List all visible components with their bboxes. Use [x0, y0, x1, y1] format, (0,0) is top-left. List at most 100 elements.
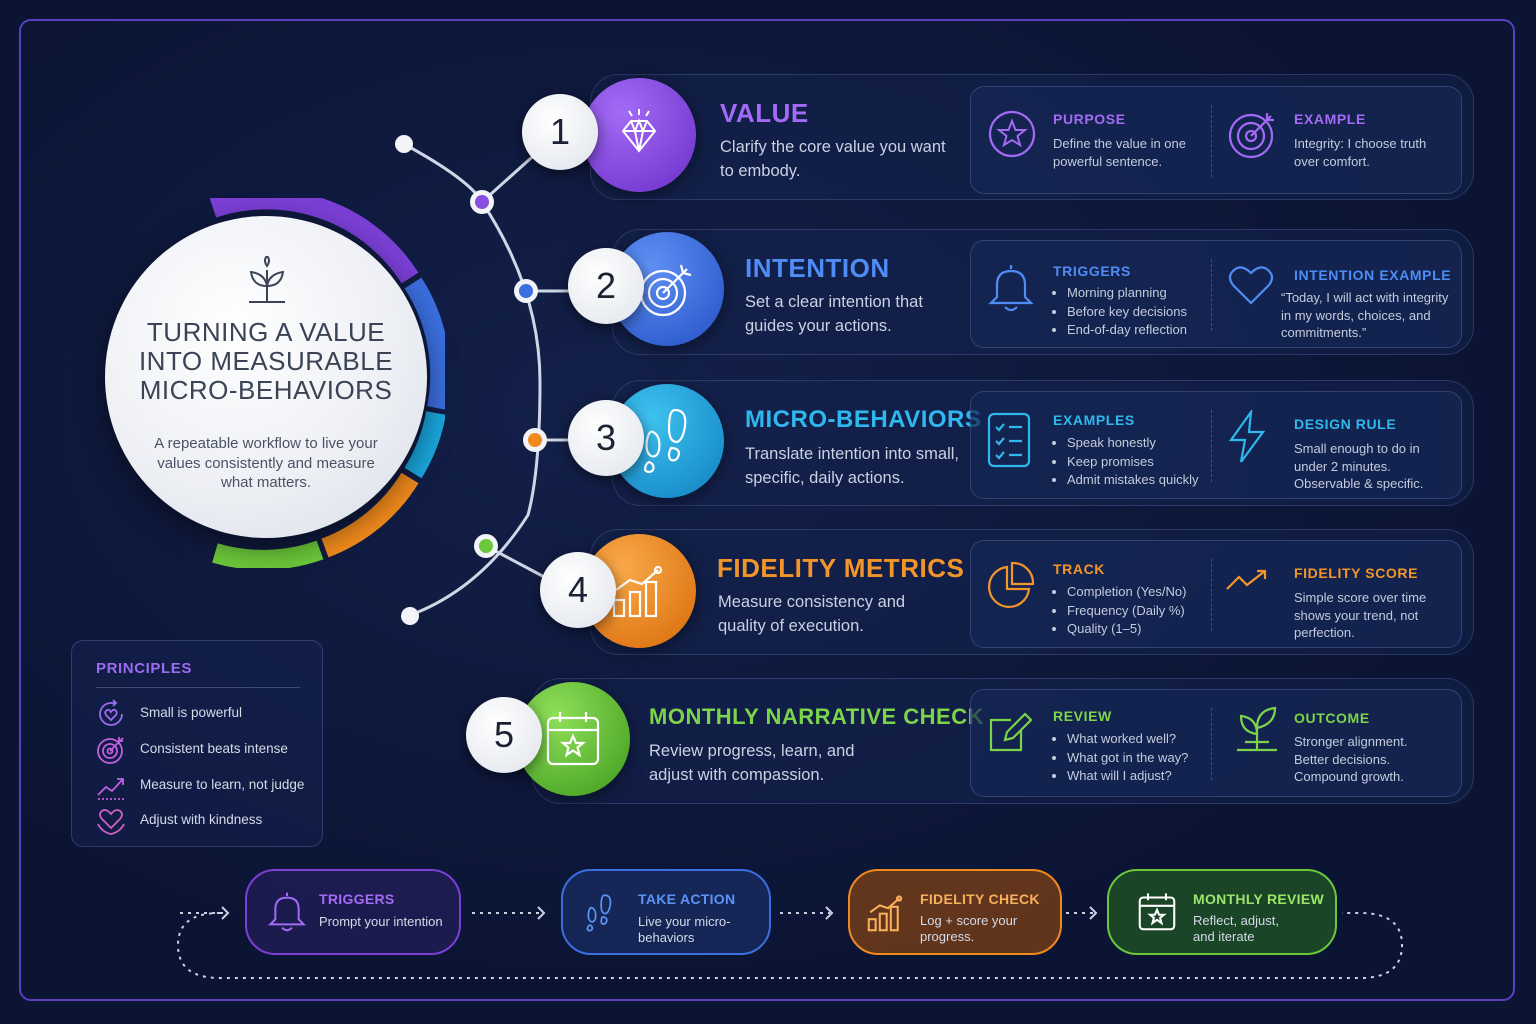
- loop-step-triggers: TRIGGERS Prompt your intention: [245, 869, 461, 955]
- lightning-icon: [1228, 410, 1266, 463]
- arc-connector: [395, 135, 580, 625]
- card-divider: [1211, 259, 1212, 331]
- card-right-text: Stronger alignment. Better decisions. Co…: [1294, 734, 1408, 784]
- diamond-icon: [621, 109, 657, 153]
- step-description: Review progress, learn, and adjust with …: [649, 742, 855, 784]
- step-description: Translate intention into small, specific…: [745, 445, 959, 487]
- hub-subtitle: A repeatable workflow to live your value…: [154, 435, 378, 491]
- list-item: What got in the way?: [1067, 749, 1227, 768]
- card-left-list: What worked well? What got in the way? W…: [1053, 730, 1227, 786]
- step-number: 4: [540, 552, 616, 628]
- card-right-title: FIDELITY SCORE: [1294, 565, 1419, 581]
- list-item: Quality (1–5): [1067, 620, 1227, 639]
- card-left-title: REVIEW: [1053, 708, 1112, 724]
- list-item: What will I adjust?: [1067, 767, 1227, 786]
- loop-title: TRIGGERS: [319, 891, 395, 907]
- step-title: MICRO-BEHAVIORS: [745, 406, 982, 433]
- heart-hands-icon: [97, 809, 125, 835]
- card-right-text: “Today, I will act with integrity in my …: [1281, 290, 1449, 340]
- pie-chart-icon: [988, 561, 1035, 608]
- loop-title: TAKE ACTION: [638, 891, 736, 907]
- principles-divider: [96, 687, 300, 688]
- footprints-icon: [643, 408, 687, 474]
- card-left-title: TRIGGERS: [1053, 263, 1131, 279]
- loop-connector: [176, 906, 1404, 979]
- step-number: 2: [568, 248, 644, 324]
- card-right-title: EXAMPLE: [1294, 111, 1366, 127]
- sprout-icon: [1237, 706, 1277, 752]
- card-right-title: OUTCOME: [1294, 710, 1370, 726]
- step-number: 1: [522, 94, 598, 170]
- step-title: INTENTION: [745, 253, 890, 283]
- list-item: Keep promises: [1067, 453, 1227, 472]
- list-item: Speak honestly: [1067, 434, 1227, 453]
- card-left-title: PURPOSE: [1053, 111, 1126, 127]
- pencil-square-icon: [989, 712, 1033, 752]
- heart-icon: [1228, 266, 1274, 305]
- refresh-heart-icon: [99, 699, 123, 726]
- trend-up-icon: [1226, 569, 1267, 590]
- step-detail-card: TRACK Completion (Yes/No) Frequency (Dai…: [970, 540, 1462, 648]
- loop-title: MONTHLY REVIEW: [1193, 891, 1324, 907]
- loop-text: Prompt your intention: [319, 914, 443, 929]
- step-detail-card: PURPOSE Define the value in one powerful…: [970, 86, 1462, 194]
- card-right-text: Integrity: I choose truth over comfort.: [1294, 136, 1427, 169]
- step-description: Clarify the core value you want to embod…: [720, 138, 946, 180]
- card-divider: [1211, 105, 1212, 177]
- bar-chart-icon: [867, 895, 903, 932]
- trend-line-icon: [97, 778, 124, 800]
- step-detail-card: REVIEW What worked well? What got in the…: [970, 689, 1462, 797]
- step-number: 5: [466, 697, 542, 773]
- step-description: Set a clear intention that guides your a…: [745, 293, 923, 335]
- card-left-list: Morning planning Before key decisions En…: [1053, 284, 1227, 340]
- bell-icon: [267, 892, 307, 932]
- principle-item: Adjust with kindness: [96, 806, 316, 836]
- list-item: Before key decisions: [1067, 303, 1227, 322]
- list-item: Completion (Yes/No): [1067, 583, 1227, 602]
- step-description: Measure consistency and quality of execu…: [718, 593, 906, 635]
- principle-label: Consistent beats intense: [140, 741, 288, 756]
- loop-step-monthly-review: MONTHLY REVIEW Reflect, adjust, and iter…: [1107, 869, 1337, 955]
- principle-label: Measure to learn, not judge: [140, 777, 305, 792]
- sprout-icon: [249, 256, 285, 303]
- target-icon: [1228, 113, 1274, 159]
- step-number: 3: [568, 400, 644, 476]
- card-left-list: Speak honestly Keep promises Admit mista…: [1053, 434, 1227, 490]
- card-divider: [1211, 410, 1212, 482]
- principle-item: Consistent beats intense: [96, 735, 316, 765]
- target-icon: [97, 737, 124, 764]
- loop-step-take-action: TAKE ACTION Live your micro-behaviors: [561, 869, 771, 955]
- step-title: FIDELITY METRICS: [717, 553, 965, 583]
- list-item: Admit mistakes quickly: [1067, 471, 1227, 490]
- principle-label: Adjust with kindness: [140, 812, 263, 827]
- checklist-icon: [987, 412, 1031, 468]
- step-title: MONTHLY NARRATIVE CHECK: [649, 704, 985, 729]
- card-left-title: EXAMPLES: [1053, 412, 1135, 428]
- loop-text: Log + score your progress.: [920, 913, 1018, 944]
- principles-panel: PRINCIPLES Small is powerful Consistent …: [71, 640, 323, 847]
- star-circle-icon: [988, 110, 1036, 158]
- principles-title: PRINCIPLES: [96, 660, 193, 677]
- loop-text: Reflect, adjust, and iterate: [1193, 913, 1279, 944]
- hub-color-ring: [209, 198, 445, 568]
- hub-circle: TURNING A VALUE INTO MEASURABLE MICRO-BE…: [105, 216, 427, 538]
- list-item: What worked well?: [1067, 730, 1227, 749]
- step-orb: [582, 78, 696, 192]
- step-detail-card: TRIGGERS Morning planning Before key dec…: [970, 240, 1462, 348]
- principle-item: Small is powerful: [96, 699, 316, 729]
- principle-item: Measure to learn, not judge: [96, 771, 316, 801]
- card-left-list: Completion (Yes/No) Frequency (Daily %) …: [1053, 583, 1227, 639]
- list-item: Morning planning: [1067, 284, 1227, 303]
- card-right-text: Small enough to do in under 2 minutes. O…: [1294, 441, 1424, 491]
- calendar-star-icon: [1138, 893, 1176, 931]
- bell-icon: [988, 265, 1034, 312]
- footprints-icon: [586, 894, 612, 932]
- step-detail-card: EXAMPLES Speak honestly Keep promises Ad…: [970, 391, 1462, 499]
- principle-label: Small is powerful: [140, 705, 243, 720]
- card-divider: [1211, 559, 1212, 631]
- card-right-title: INTENTION EXAMPLE: [1294, 267, 1452, 283]
- card-right-title: DESIGN RULE: [1294, 416, 1397, 432]
- list-item: Frequency (Daily %): [1067, 602, 1227, 621]
- card-right-text: Simple score over time shows your trend,…: [1294, 590, 1427, 640]
- loop-step-fidelity-check: FIDELITY CHECK Log + score your progress…: [848, 869, 1062, 955]
